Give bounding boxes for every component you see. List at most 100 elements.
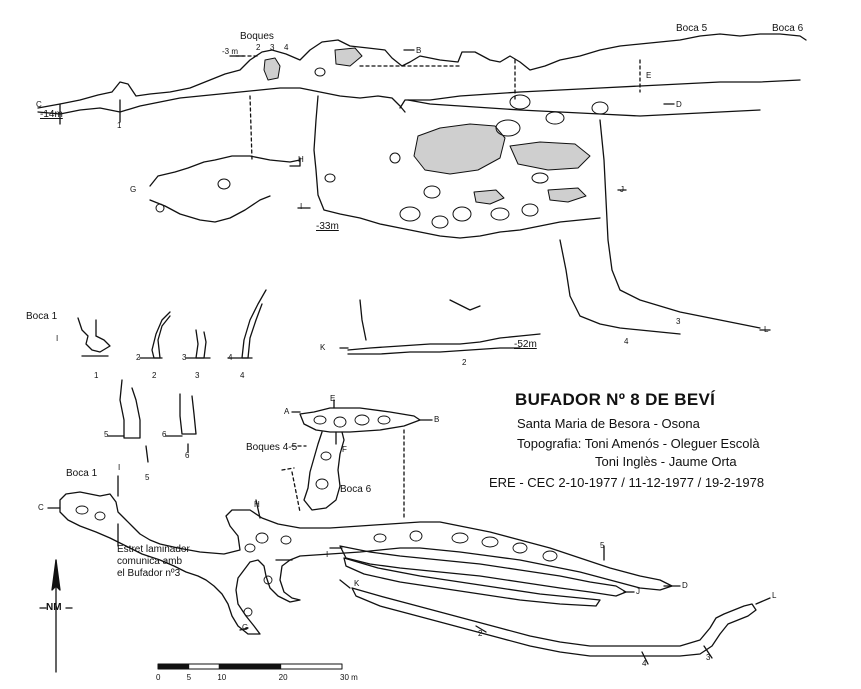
profile-letter-d: D bbox=[676, 100, 682, 109]
profile-letter-h: H bbox=[298, 155, 304, 164]
plan-passage-k-l bbox=[351, 587, 757, 657]
plan-num-2: 2 bbox=[478, 629, 483, 638]
plan-note: Estret laminador comunica amb el Bufador… bbox=[117, 544, 237, 580]
section-letter-i: I bbox=[56, 334, 59, 343]
topography-credit-2: Toni Inglès - Jaume Orta bbox=[595, 454, 737, 469]
label-depth-14m: -14m bbox=[40, 109, 63, 120]
scale-segment bbox=[157, 663, 190, 670]
section-num-1: 1 bbox=[94, 371, 99, 380]
profile-shaft-right bbox=[599, 119, 761, 329]
plan-letter-c: C bbox=[38, 503, 44, 512]
profile-letter-j: J bbox=[620, 185, 624, 194]
profile-letter-l: L bbox=[764, 325, 769, 334]
section-num-2a: 2 bbox=[136, 353, 141, 362]
label-boques: Boques bbox=[240, 31, 274, 42]
plan-letter-e: E bbox=[330, 394, 336, 403]
plan-num-5: 5 bbox=[600, 541, 605, 550]
north-label: NM bbox=[46, 602, 62, 613]
north-arrow bbox=[39, 559, 73, 673]
plan-note-line2: comunica amb bbox=[117, 556, 183, 567]
profile-lower-passage bbox=[347, 333, 541, 351]
plan-note-line1: Estret laminador bbox=[117, 544, 190, 555]
profile-num-2: 2 bbox=[256, 43, 261, 52]
scale-segment bbox=[188, 663, 220, 670]
profile-elevation bbox=[37, 33, 807, 355]
scale-tick-label: 30 m bbox=[340, 673, 358, 682]
plan-letter-d: D bbox=[682, 581, 688, 590]
scale-bar bbox=[157, 663, 343, 670]
section-num-6: 6 bbox=[185, 451, 190, 460]
plan-view bbox=[47, 399, 771, 665]
section-num-2: 2 bbox=[152, 371, 157, 380]
plan-boques-shaft bbox=[303, 431, 345, 511]
section-6 bbox=[179, 393, 197, 435]
profile-num-4b: 4 bbox=[624, 337, 629, 346]
profile-letter-b: B bbox=[416, 46, 422, 55]
plan-letter-a: A bbox=[284, 407, 290, 416]
plan-letter-i-top: I bbox=[118, 463, 121, 472]
label-boca5: Boca 5 bbox=[676, 23, 708, 34]
scale-tick-label: 20 bbox=[278, 673, 288, 682]
plan-note-line3: el Bufador nº3 bbox=[117, 568, 181, 579]
scale-segment bbox=[218, 663, 282, 670]
plan-letter-g: G bbox=[242, 623, 249, 632]
scale-tick-label: 5 bbox=[186, 673, 192, 682]
profile-num-1: 1 bbox=[117, 121, 122, 130]
cross-sections bbox=[77, 289, 267, 463]
plan-letter-k: K bbox=[354, 579, 360, 588]
label-depth-33m: -33m bbox=[316, 221, 339, 232]
location-text: Santa Maria de Besora - Osona bbox=[517, 416, 700, 431]
plan-letter-b: B bbox=[434, 415, 440, 424]
profile-boulders bbox=[155, 67, 609, 229]
section-2 bbox=[151, 311, 171, 359]
plan-passage-j bbox=[343, 557, 601, 607]
scale-tick-label: 10 bbox=[217, 673, 227, 682]
section-num-5a: 5 bbox=[104, 430, 109, 439]
map-title: BUFADOR Nº 8 DE BEVÍ bbox=[515, 390, 716, 409]
profile-water-areas bbox=[263, 47, 591, 205]
topography-credit-1: Topografia: Toni Amenós - Oleguer Escolà bbox=[517, 436, 760, 451]
section-num-3: 3 bbox=[195, 371, 200, 380]
plan-letter-h: H bbox=[254, 500, 260, 509]
profile-letter-e: E bbox=[646, 71, 652, 80]
profile-letter-i: I bbox=[300, 202, 303, 211]
section-4 bbox=[241, 289, 267, 359]
plan-upper-room bbox=[299, 407, 421, 433]
profile-num-4: 4 bbox=[284, 43, 289, 52]
label-depth-3m: -3 m bbox=[222, 47, 238, 56]
plan-boulders bbox=[75, 414, 558, 617]
plan-letter-i: I bbox=[326, 550, 329, 559]
expedition-dates: ERE - CEC 2-10-1977 / 11-12-1977 / 19-2-… bbox=[489, 475, 765, 490]
section-num-4a: 4 bbox=[228, 353, 233, 362]
profile-letter-g: G bbox=[130, 185, 137, 194]
label-section-boca1: Boca 1 bbox=[26, 311, 58, 322]
plan-letter-l: L bbox=[772, 591, 777, 600]
plan-num-3: 3 bbox=[706, 653, 711, 662]
label-boca6: Boca 6 bbox=[772, 23, 804, 34]
section-5 bbox=[119, 379, 141, 439]
section-num-3a: 3 bbox=[182, 353, 187, 362]
scale-segment bbox=[280, 663, 343, 670]
plan-label-boques45: Boques 4-5 bbox=[246, 442, 298, 453]
plan-label-boca1: Boca 1 bbox=[66, 468, 98, 479]
plan-letter-f: F bbox=[342, 445, 347, 454]
profile-num-2b: 2 bbox=[462, 358, 467, 367]
section-num-6a: 6 bbox=[162, 430, 167, 439]
label-depth-52m: -52m bbox=[514, 339, 537, 350]
profile-letter-k: K bbox=[320, 343, 326, 352]
section-boca1 bbox=[77, 317, 111, 353]
plan-num-4: 4 bbox=[642, 659, 647, 668]
plan-label-boca6: Boca 6 bbox=[340, 484, 372, 495]
plan-passage-i bbox=[339, 545, 627, 597]
profile-passage-h bbox=[149, 155, 301, 187]
profile-roof-outline bbox=[37, 33, 807, 109]
section-3 bbox=[195, 329, 207, 359]
plan-letter-j: J bbox=[636, 587, 640, 596]
profile-num-3b: 3 bbox=[676, 317, 681, 326]
profile-main-shaft bbox=[313, 95, 601, 239]
plan-entrance-chamber bbox=[59, 491, 673, 635]
section-num-4: 4 bbox=[240, 371, 245, 380]
profile-num-3: 3 bbox=[270, 43, 275, 52]
scale-tick-label: 0 bbox=[156, 673, 161, 682]
